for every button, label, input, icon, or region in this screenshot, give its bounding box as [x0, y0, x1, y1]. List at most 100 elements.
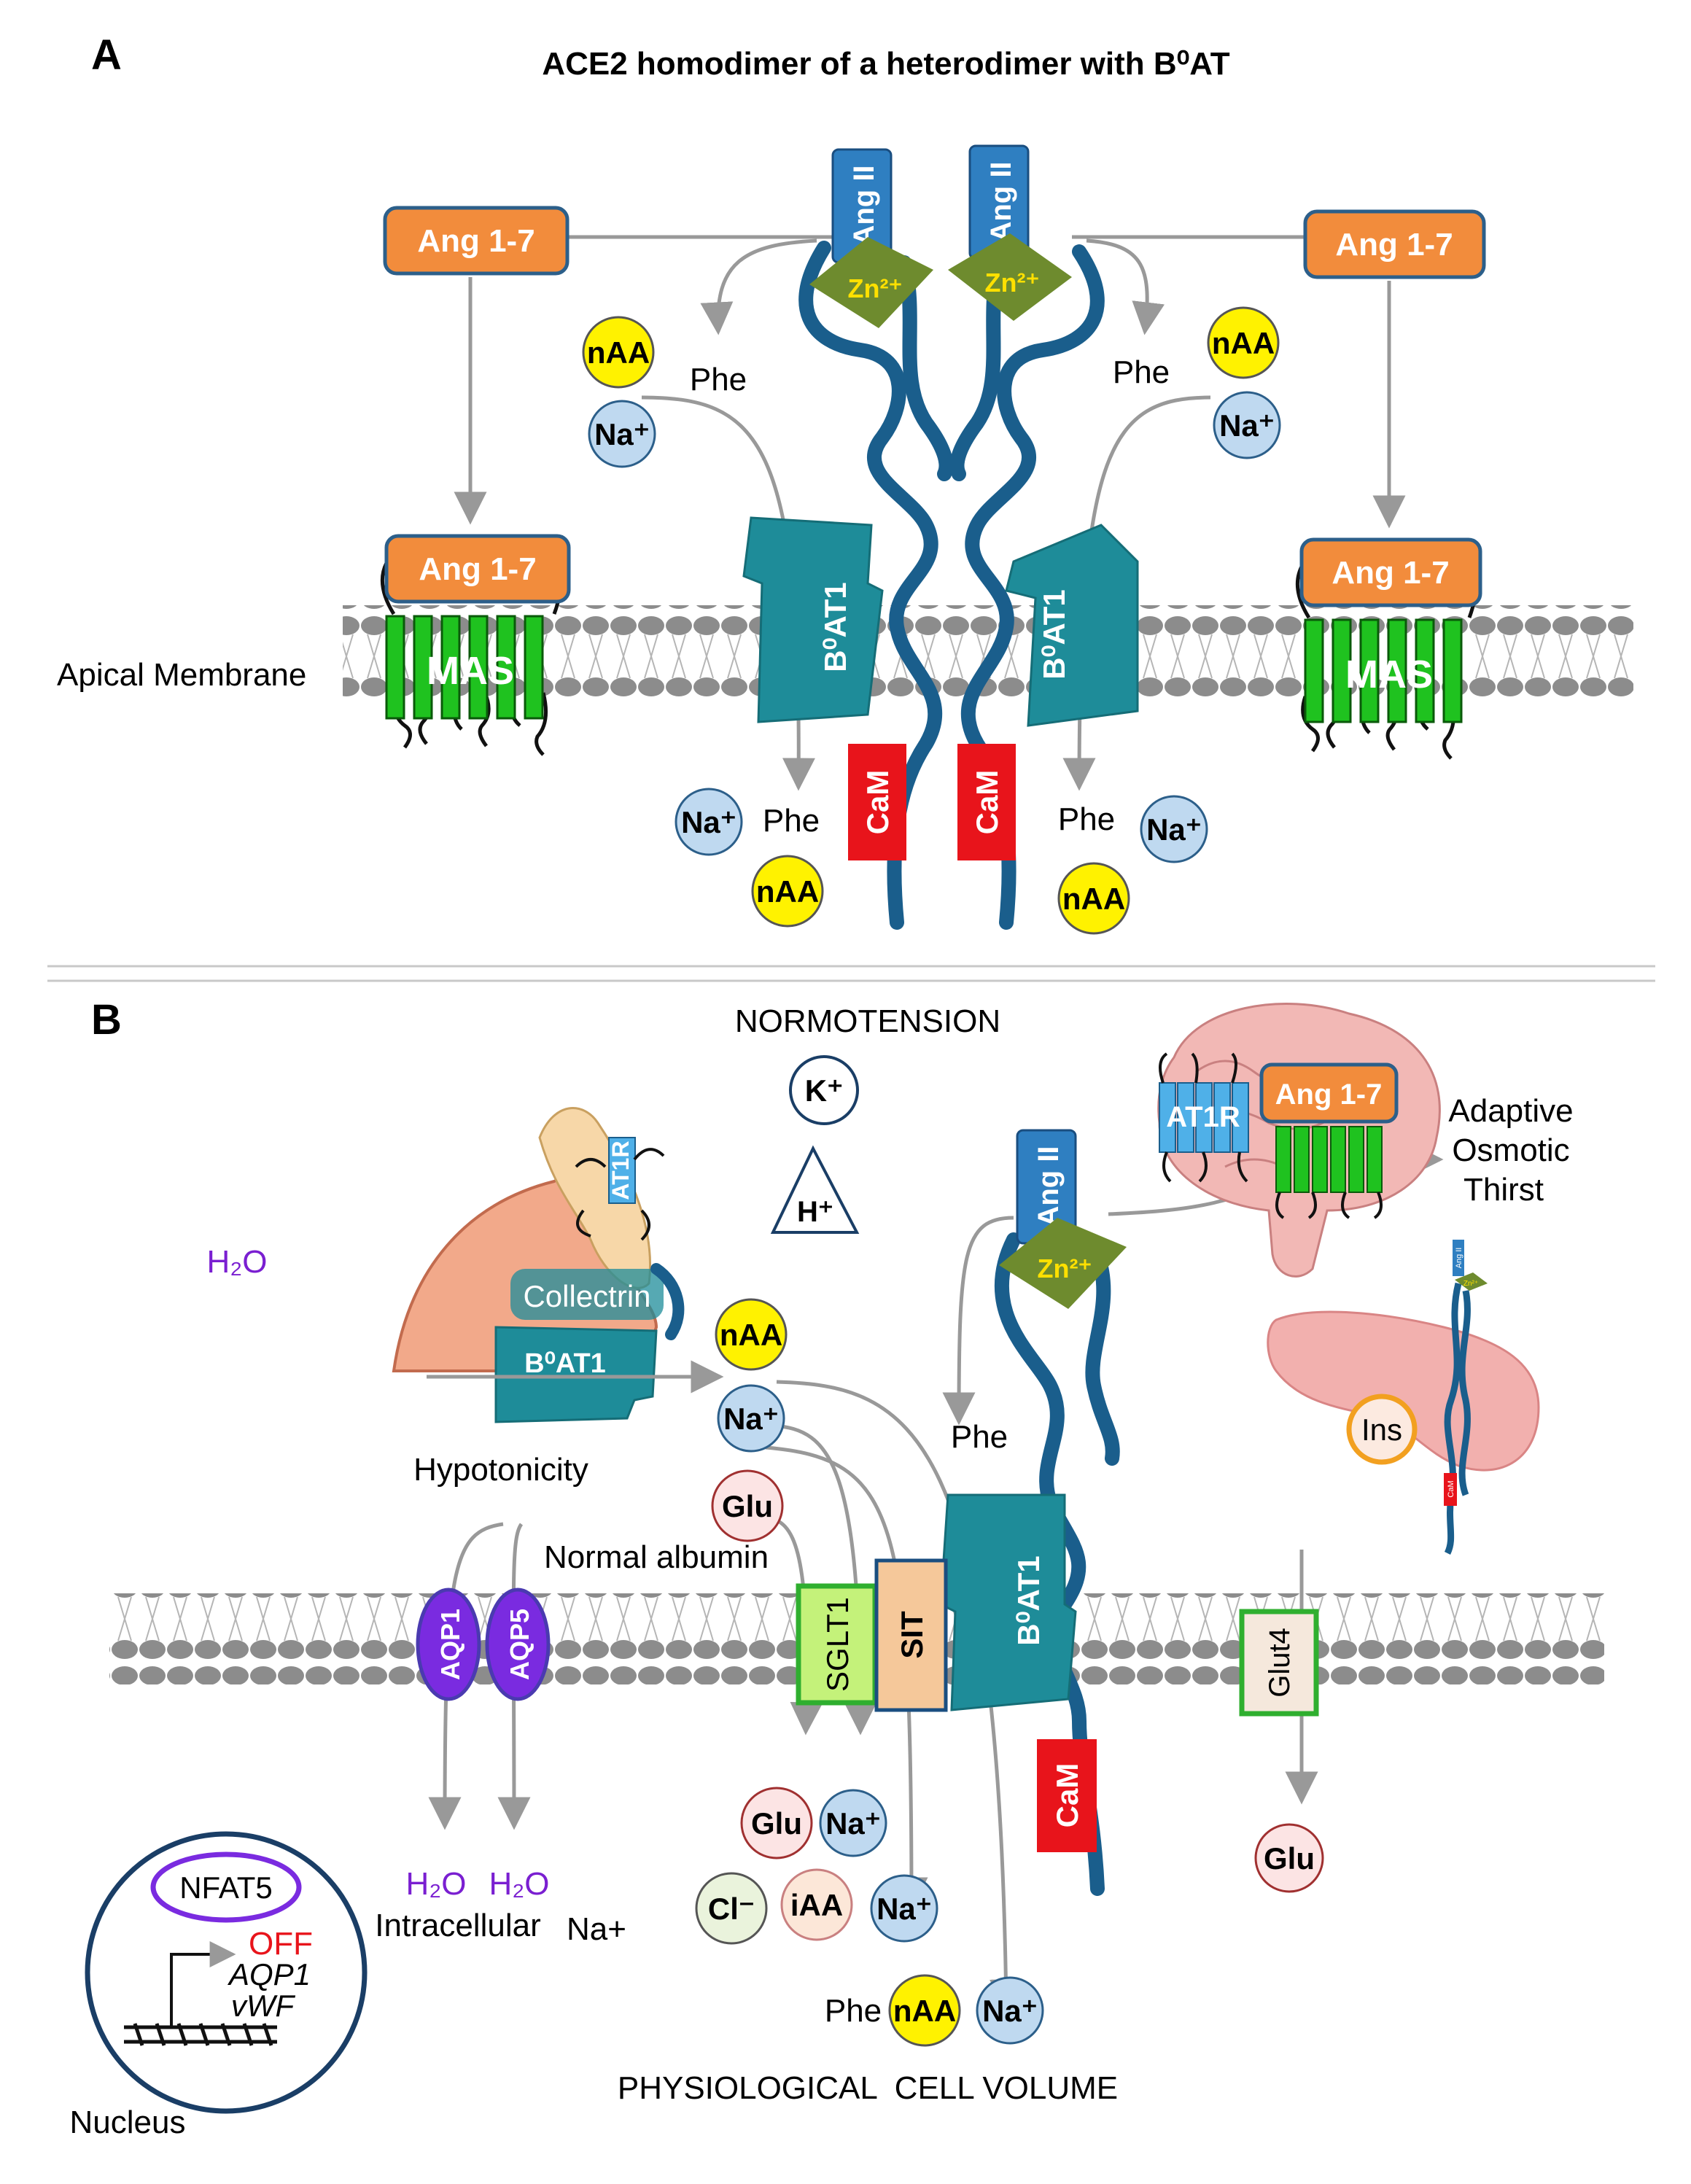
- zn-b: Zn²⁺: [999, 1218, 1127, 1309]
- na-ion-b-low2-label: Na⁺: [876, 1892, 932, 1926]
- phe-a-ur: Phe: [1113, 354, 1170, 390]
- normal-albumin-label: Normal albumin: [544, 1539, 769, 1575]
- cam-b: CaM: [1037, 1739, 1097, 1852]
- mini-ace2: Ang II Zn²⁺ CaM: [1444, 1240, 1488, 1555]
- k-ion-label: K⁺: [805, 1073, 844, 1108]
- mas-receptor-right: MAS: [1295, 562, 1478, 760]
- cl-ion: Cl⁻: [695, 1872, 768, 1945]
- zn-left-a: Zn²⁺: [809, 237, 933, 328]
- na-ion-b-low1-label: Na⁺: [825, 1806, 881, 1841]
- ang17-top-left-label: Ang 1-7: [417, 223, 534, 259]
- nucleus-label: Nucleus: [70, 2105, 186, 2140]
- ang17-box-mem-left: Ang 1-7: [384, 534, 571, 604]
- angii-b-label: Ang II: [1033, 1146, 1065, 1227]
- ang17-box-top-left: Ang 1-7: [383, 206, 570, 276]
- aqp1-label: AQP1: [435, 1609, 465, 1680]
- angii-left-a-label: Ang II: [848, 165, 880, 246]
- panel-b-letter: B: [91, 996, 122, 1044]
- cl-ion-label: Cl⁻: [708, 1892, 755, 1926]
- adaptive-line-3: Thirst: [1463, 1172, 1544, 1208]
- sit-label: SIT: [895, 1611, 929, 1659]
- dna-strand: [124, 2023, 277, 2046]
- off-label: OFF: [249, 1926, 313, 1962]
- b0at1-left-a: B⁰AT1: [742, 516, 884, 723]
- mas-right-label: MAS: [1345, 653, 1433, 696]
- zn-right-a: Zn²⁺: [948, 233, 1072, 321]
- collectrin-band: [510, 1269, 664, 1320]
- ins-hormone: Ins: [1346, 1394, 1418, 1465]
- na-ion-a-lr: Na⁺: [1140, 795, 1208, 863]
- phe-a-ul: Phe: [690, 362, 747, 397]
- cam-b-label: CaM: [1050, 1763, 1084, 1828]
- naa-ion-a-lr-label: nAA: [1062, 882, 1125, 916]
- naa-ion-b-bottom: nAA: [888, 1974, 961, 2047]
- b0at1-right-a: B⁰AT1: [1005, 524, 1139, 727]
- nfat5-factor: [150, 1851, 302, 1923]
- zn-b-label: Zn²⁺: [1038, 1254, 1092, 1283]
- na-ion-a-lr-label: Na⁺: [1146, 812, 1202, 847]
- h-ion-label: H⁺: [797, 1196, 833, 1228]
- at1r-kidney-label: AT1R: [607, 1140, 634, 1200]
- mini-cam-label: CaM: [1447, 1480, 1455, 1497]
- na-ion-b-bottom-label: Na⁺: [982, 1994, 1038, 2028]
- glu-ion-b-right-label: Glu: [1264, 1841, 1315, 1876]
- na-ion-a-ul-label: Na⁺: [594, 417, 650, 451]
- naa-ion-b-bottom-label: nAA: [893, 1994, 956, 2028]
- h-ion: H⁺: [770, 1145, 860, 1234]
- ang17-brain-label: Ang 1-7: [1275, 1079, 1383, 1111]
- physiological-cell-volume: PHYSIOLOGICAL CELL VOLUME: [618, 2070, 1118, 2106]
- phe-b-mid: Phe: [951, 1419, 1008, 1455]
- angii-left-a: Ang II: [831, 148, 893, 264]
- mas-left-label: MAS: [427, 649, 514, 693]
- ins-label: Ins: [1361, 1412, 1402, 1447]
- glu-ion-b-low-label: Glu: [751, 1806, 802, 1841]
- kidney-illustration: AT1R Collectrin B⁰AT1: [392, 1107, 685, 1423]
- apical-membrane-label: Apical Membrane: [57, 657, 306, 693]
- glu-ion-b-low: Glu: [740, 1787, 813, 1859]
- zn-left-a-label: Zn²⁺: [848, 273, 903, 303]
- na-ion-a-ul: Na⁺: [588, 400, 656, 468]
- pancreas-illustration: Ins Ang II Zn²⁺ CaM: [1267, 1240, 1540, 1555]
- aqp5-label: AQP5: [505, 1609, 534, 1680]
- mini-angii-label: Ang II: [1455, 1248, 1463, 1269]
- na-ion-a-ll: Na⁺: [675, 788, 743, 856]
- mas-brain: [1275, 1126, 1383, 1219]
- phe-a-lr: Phe: [1058, 801, 1115, 837]
- naa-ion-a-ur-label: nAA: [1212, 326, 1275, 360]
- intracellular-label: Intracellular: [375, 1908, 540, 1943]
- adaptive-line-1: Adaptive: [1448, 1093, 1573, 1129]
- collectrin-label: Collectrin: [523, 1279, 650, 1313]
- sit-transporter: SIT: [874, 1558, 948, 1712]
- phe-b-bottom: Phe: [825, 1993, 882, 2029]
- vwf-gene: vWF: [231, 1989, 296, 2023]
- adaptive-thirst-text: Adaptive Osmotic Thirst: [1448, 1093, 1573, 1208]
- na-ion-a-ll-label: Na⁺: [681, 805, 736, 839]
- iaa-ion-label: iAA: [790, 1888, 843, 1922]
- k-ion: K⁺: [789, 1055, 859, 1125]
- iaa-ion: iAA: [780, 1868, 853, 1941]
- normotension-label: NORMOTENSION: [735, 1003, 1000, 1039]
- brain-illustration: AT1R Ang 1-7: [1157, 1003, 1441, 1278]
- glu-ion-b-upper: Glu: [711, 1469, 784, 1542]
- cam-right-a: CaM: [957, 744, 1016, 860]
- panel-a-title: ACE2 homodimer of a heterodimer with B⁰A…: [542, 46, 1229, 82]
- zn-right-a-label: Zn²⁺: [985, 268, 1040, 298]
- cam-left-a: CaM: [848, 744, 906, 860]
- adaptive-line-2: Osmotic: [1452, 1132, 1569, 1168]
- glu-ion-b-upper-label: Glu: [722, 1489, 773, 1523]
- na-ion-b-bottom: Na⁺: [976, 1976, 1044, 2045]
- angii-b: Ang II: [1016, 1129, 1077, 1245]
- aqp1-channel: AQP1: [416, 1588, 481, 1701]
- h2o-a: H₂O: [405, 1866, 466, 1902]
- b0at1-left-a-label: B⁰AT1: [818, 582, 852, 672]
- at1r-brain-label: AT1R: [1166, 1101, 1240, 1133]
- na-plus-label: Na+: [567, 1911, 626, 1947]
- phe-a-ll: Phe: [763, 803, 820, 839]
- ang17-mem-left-label: Ang 1-7: [419, 551, 536, 587]
- na-ion-b-mid: Na⁺: [717, 1384, 785, 1453]
- na-ion-b-mid-label: Na⁺: [723, 1402, 779, 1436]
- naa-ion-a-ul: nAA: [582, 316, 655, 389]
- na-ion-b-low2: Na⁺: [870, 1874, 938, 1943]
- cam-right-a-label: CaM: [970, 770, 1004, 835]
